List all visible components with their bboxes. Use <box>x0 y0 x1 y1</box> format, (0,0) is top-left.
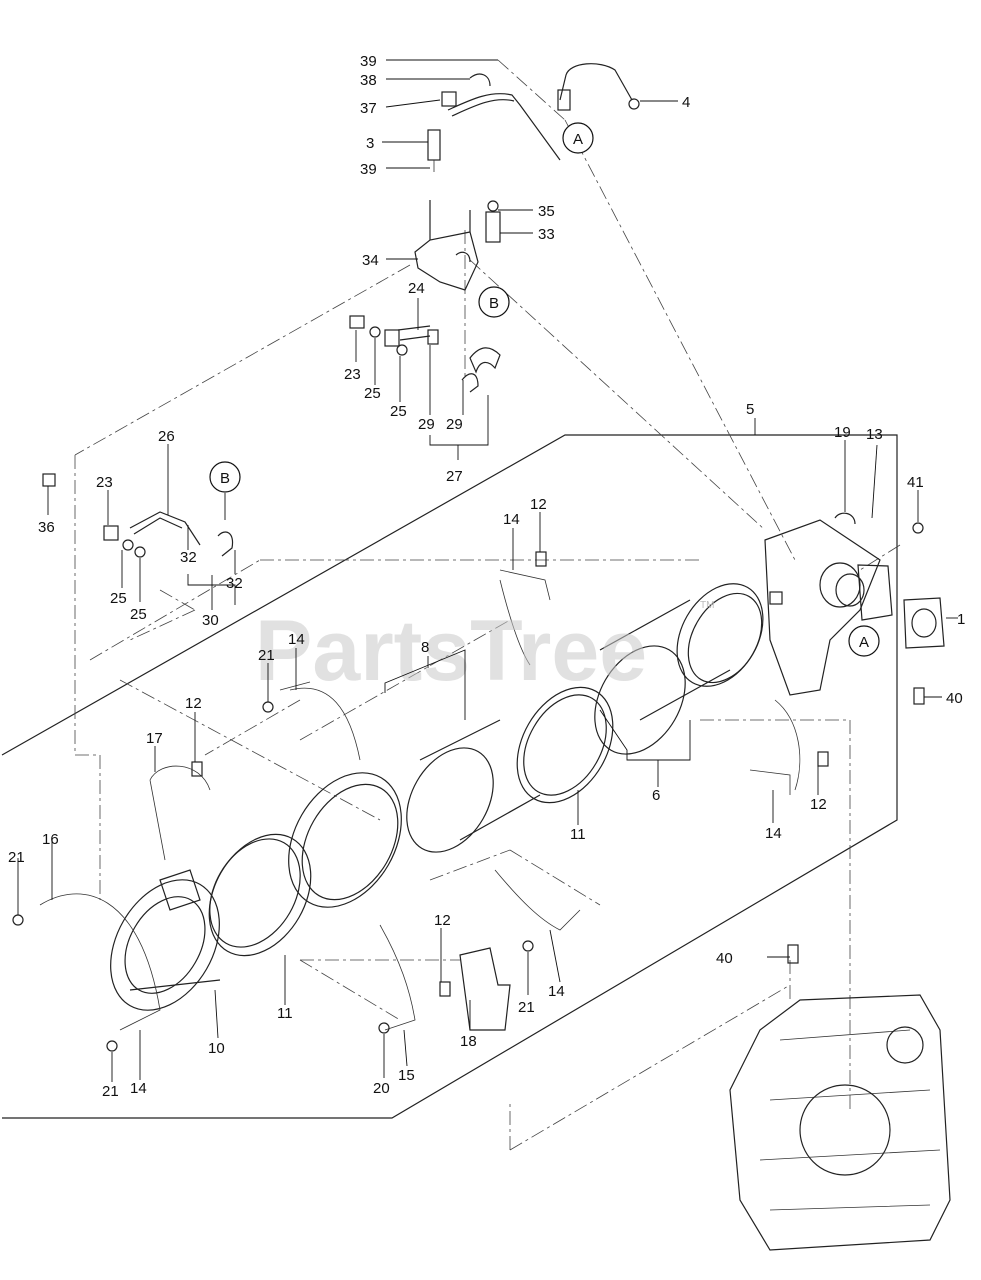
callout-19: 19 <box>834 424 851 441</box>
callout-39-top: 39 <box>360 53 377 70</box>
callout-26: 26 <box>158 428 175 445</box>
svg-text:TM: TM <box>700 600 714 611</box>
svg-text:PartsTree: PartsTree <box>255 603 647 699</box>
callout-25-left-a: 25 <box>110 590 127 607</box>
callout-14-left: 14 <box>288 631 305 648</box>
callout-21-left: 21 <box>8 849 25 866</box>
callout-25-upper-b: 25 <box>390 403 407 420</box>
callout-13: 13 <box>866 426 883 443</box>
callout-8: 8 <box>421 639 429 656</box>
pipe-hose-assembly <box>349 315 501 393</box>
svg-text:B: B <box>220 470 230 487</box>
callout-38: 38 <box>360 72 377 89</box>
alignment-lines <box>74 59 901 1151</box>
callout-23-left: 23 <box>96 474 113 491</box>
callout-18: 18 <box>460 1033 477 1050</box>
callout-14-top: 14 <box>503 511 520 528</box>
callout-1: 1 <box>957 611 965 628</box>
callout-35: 35 <box>538 203 555 220</box>
callout-21-upper: 21 <box>258 647 275 664</box>
callout-14-right: 14 <box>765 825 782 842</box>
callout-21-bottom-right: 21 <box>518 999 535 1016</box>
callout-25-upper-a: 25 <box>364 385 381 402</box>
callout-30: 30 <box>202 612 219 629</box>
ref-b-left: B <box>209 461 241 493</box>
callout-34: 34 <box>362 252 379 269</box>
callout-16: 16 <box>42 831 59 848</box>
assembly-outline <box>1 434 898 1119</box>
callout-21-bottom-left: 21 <box>102 1083 119 1100</box>
callout-5: 5 <box>746 401 754 418</box>
callout-29-a: 29 <box>418 416 435 433</box>
callout-20: 20 <box>373 1080 390 1097</box>
callout-24: 24 <box>408 280 425 297</box>
callout-29-b: 29 <box>446 416 463 433</box>
ref-a-upper: A <box>562 122 594 154</box>
callout-12-left: 12 <box>185 695 202 712</box>
outlet-housing <box>764 512 945 705</box>
callout-10: 10 <box>208 1040 225 1057</box>
callout-12-top: 12 <box>530 496 547 513</box>
leader-lines <box>17 59 958 1082</box>
callout-17: 17 <box>146 730 163 747</box>
callout-11-upper: 11 <box>570 826 586 843</box>
callout-32-a: 32 <box>180 549 197 566</box>
svg-text:B: B <box>489 295 499 312</box>
reference-markers: A B B A <box>209 122 880 657</box>
callout-15: 15 <box>398 1067 415 1084</box>
callout-23-upper: 23 <box>344 366 361 383</box>
sensor-pipe-assembly <box>414 63 640 291</box>
callout-11-lower: 11 <box>277 1005 293 1022</box>
callout-14-bottom-right: 14 <box>548 983 565 1000</box>
watermark: PartsTree TM <box>255 600 714 699</box>
callout-40-bottom: 40 <box>716 950 733 967</box>
callout-labels: 39 38 37 3 39 4 35 33 34 24 23 25 25 29 … <box>8 53 965 1100</box>
callout-4: 4 <box>682 94 690 111</box>
callout-12-bottom: 12 <box>434 912 451 929</box>
svg-text:A: A <box>573 131 583 148</box>
callout-14-bottom-left: 14 <box>130 1080 147 1097</box>
callout-32-b: 32 <box>226 575 243 592</box>
left-pipe-assembly <box>42 473 234 558</box>
engine-block <box>729 944 951 1251</box>
callout-3: 3 <box>366 135 374 152</box>
callout-27: 27 <box>446 468 463 485</box>
ref-a-right: A <box>848 625 880 657</box>
svg-text:A: A <box>859 634 869 651</box>
callout-41: 41 <box>907 474 924 491</box>
callout-6: 6 <box>652 787 660 804</box>
callout-33: 33 <box>538 226 555 243</box>
callout-25-left-b: 25 <box>130 606 147 623</box>
callout-39-lower: 39 <box>360 161 377 178</box>
callout-36: 36 <box>38 519 55 536</box>
callout-12-right: 12 <box>810 796 827 813</box>
ref-b-upper: B <box>478 286 510 318</box>
muffler-body <box>110 583 764 1011</box>
callout-37: 37 <box>360 100 377 117</box>
callout-40-right: 40 <box>946 690 963 707</box>
